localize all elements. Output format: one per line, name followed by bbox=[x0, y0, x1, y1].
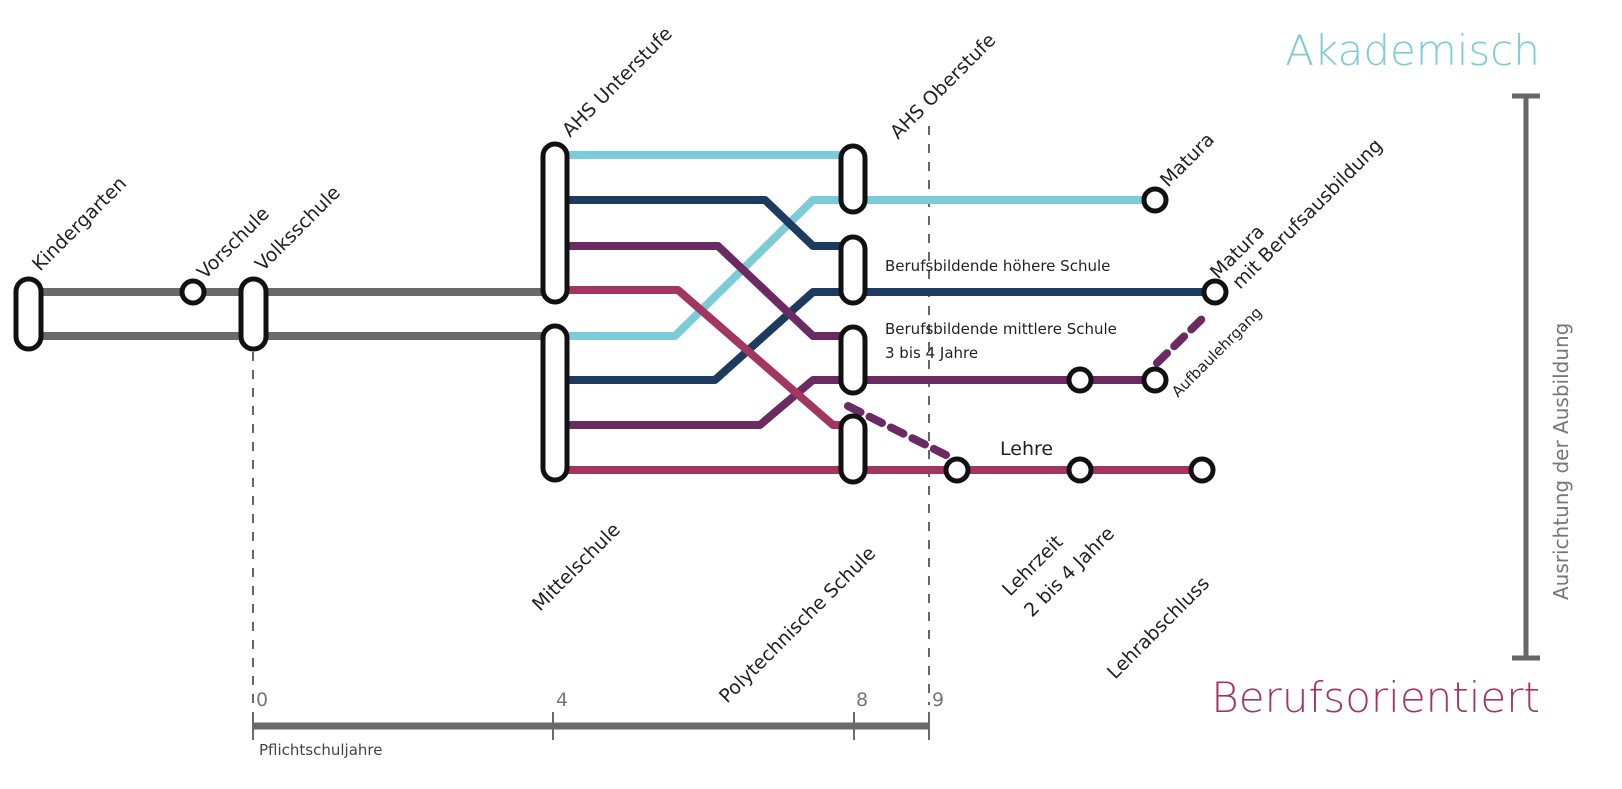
route-ahs-to-bms bbox=[551, 242, 857, 340]
stop-matura-berufsausbildung bbox=[1201, 278, 1229, 306]
label-bms-2: 3 bis 4 Jahre bbox=[885, 344, 978, 362]
axis-label-4: 4 bbox=[556, 689, 568, 711]
station-kindergarten bbox=[13, 276, 44, 352]
stop-vorschule bbox=[179, 278, 207, 306]
stop-bms-end bbox=[1066, 366, 1094, 394]
station-volksschule bbox=[238, 276, 269, 352]
station-mittelschule bbox=[540, 323, 570, 483]
label-bms-1: Berufsbildende mittlere Schule bbox=[885, 320, 1117, 338]
route-bms-to-lehre-dashed bbox=[844, 402, 950, 459]
label-ahs-unterstufe: AHS Unterstufe bbox=[558, 23, 677, 142]
station-ahs-unterstufe bbox=[540, 141, 570, 305]
route-mittelschule-to-bhs-matura bbox=[551, 288, 1219, 384]
stop-lehrabschluss bbox=[1188, 456, 1216, 484]
grey-routes bbox=[24, 288, 559, 340]
stop-lehre bbox=[943, 456, 971, 484]
route-ahs-to-bhs bbox=[551, 196, 857, 250]
label-lehre: Lehre bbox=[1000, 438, 1053, 460]
compulsory-years-axis: 0 4 8 9 Pflichtschuljahre bbox=[252, 689, 944, 759]
label-ahs-oberstufe: AHS Oberstufe bbox=[886, 29, 1000, 143]
label-lehrabschluss: Lehrabschluss bbox=[1103, 573, 1214, 684]
route-ahs-to-poly bbox=[551, 286, 857, 429]
station-ahs-oberstufe bbox=[838, 143, 868, 215]
stop-matura bbox=[1141, 186, 1169, 214]
label-aufbaulehrgang: Aufbaulehrgang bbox=[1168, 303, 1265, 400]
label-mittelschule: Mittelschule bbox=[528, 519, 625, 616]
label-matura: Matura bbox=[1156, 129, 1219, 192]
label-matura-beruf-2: mit Berufsausbildung bbox=[1228, 135, 1387, 294]
station-bms bbox=[838, 324, 868, 396]
heading-akademisch: Akademisch bbox=[1285, 26, 1540, 75]
route-aufbaulehrgang-dashed bbox=[1153, 311, 1210, 367]
label-polytechnische: Polytechnische Schule bbox=[715, 542, 880, 707]
label-volksschule: Volksschule bbox=[251, 182, 345, 276]
label-ausrichtung: Ausrichtung der Ausbildung bbox=[1549, 323, 1573, 600]
station-polytechnische bbox=[838, 413, 868, 485]
label-kindergarten: Kindergarten bbox=[28, 172, 131, 275]
route-mittelschule-to-bms bbox=[551, 376, 1159, 429]
orientation-scale bbox=[1512, 93, 1540, 661]
heading-berufsorientiert: Berufsorientiert bbox=[1211, 673, 1540, 722]
stop-lehrzeit bbox=[1066, 456, 1094, 484]
axis-caption: Pflichtschuljahre bbox=[259, 741, 382, 759]
colored-routes bbox=[551, 151, 1219, 474]
stop-aufbaulehrgang bbox=[1141, 366, 1169, 394]
axis-label-0: 0 bbox=[256, 689, 268, 711]
label-bhs: Berufsbildende höhere Schule bbox=[885, 257, 1110, 275]
axis-label-8: 8 bbox=[856, 689, 868, 711]
station-bhs bbox=[838, 234, 868, 306]
axis-label-9: 9 bbox=[932, 689, 944, 711]
